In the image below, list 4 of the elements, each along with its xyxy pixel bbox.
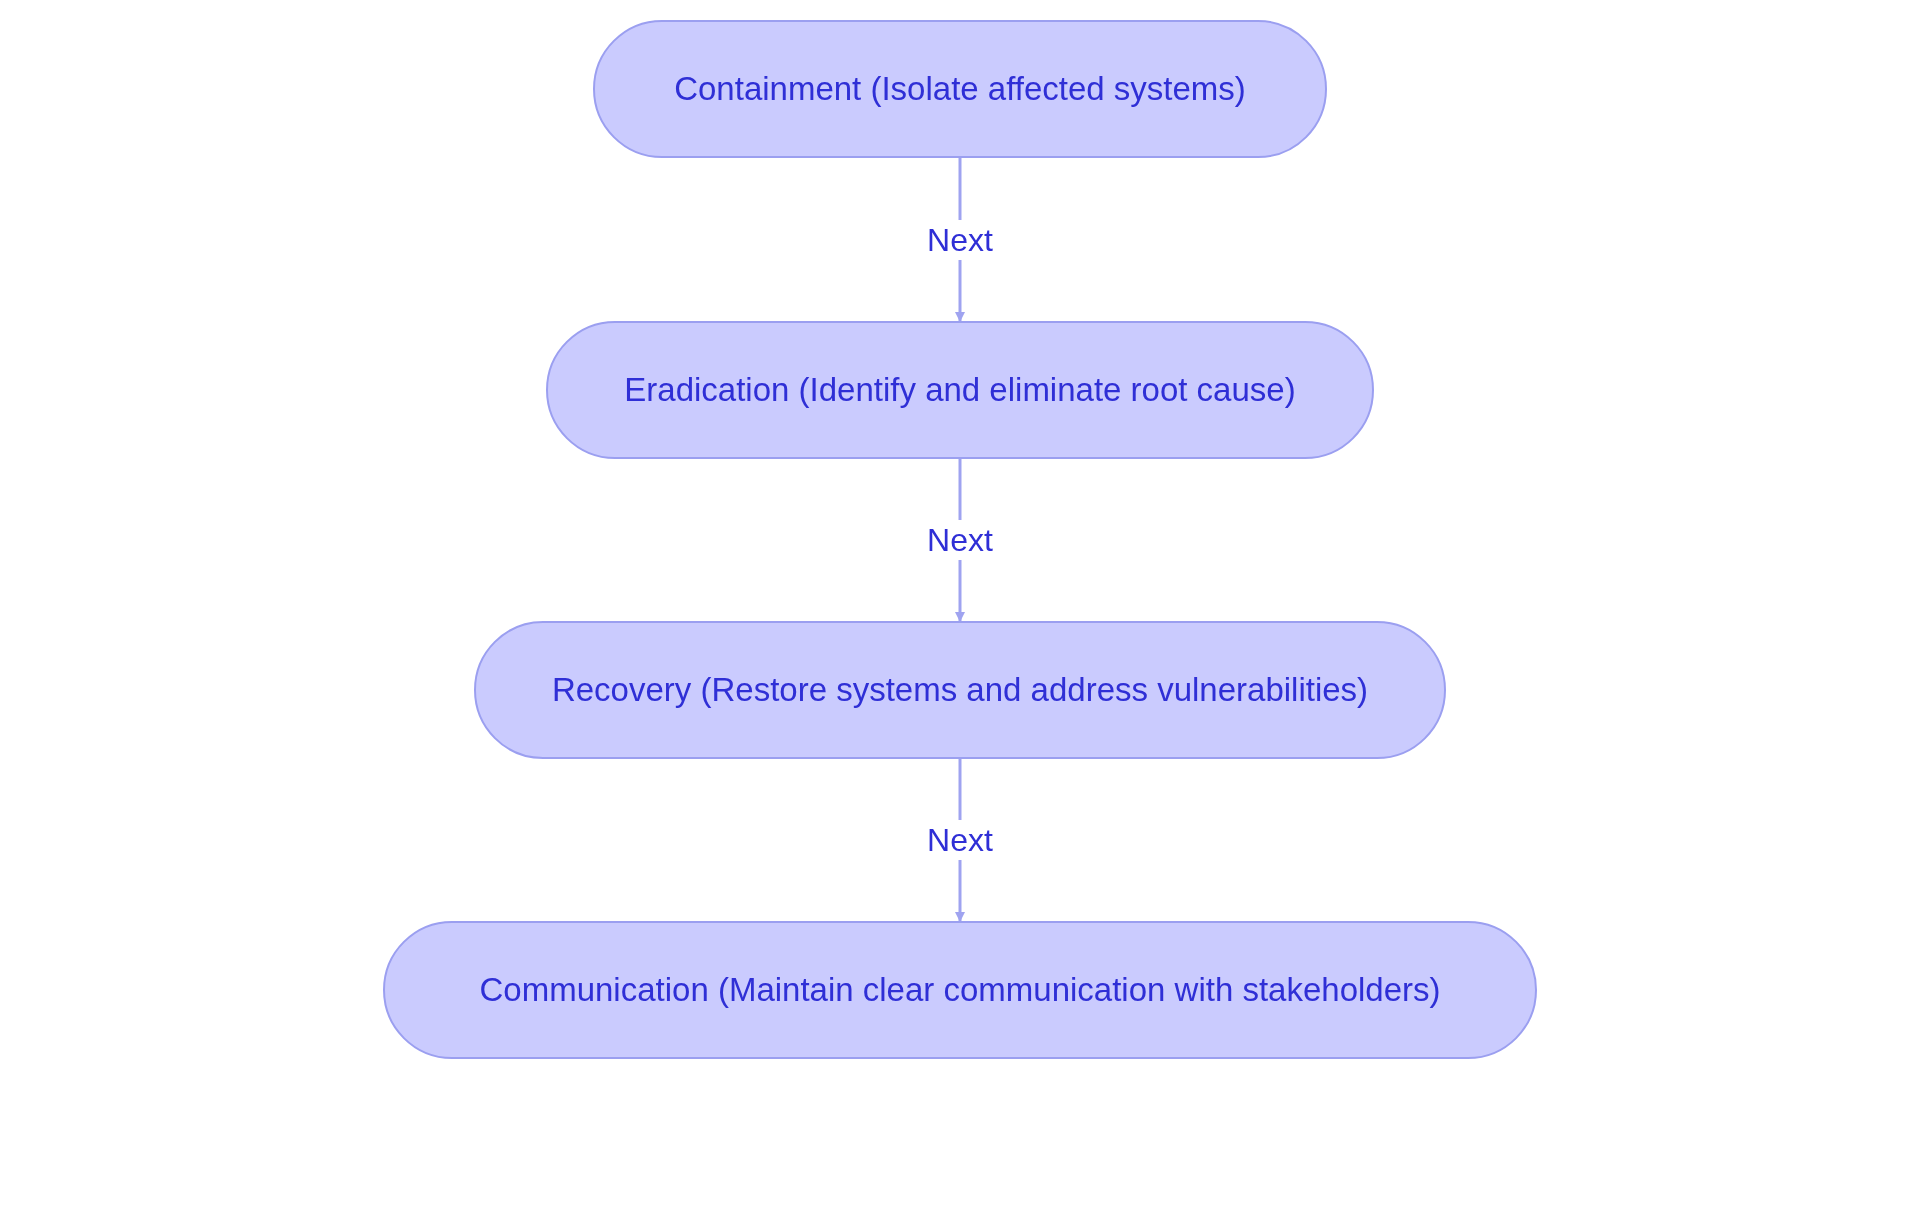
process-pill: Containment (Isolate affected systems) — [593, 20, 1327, 158]
process-pill: Eradication (Identify and eliminate root cause) — [546, 321, 1374, 459]
process-pill: Recovery (Restore systems and address vulnerabilities) — [474, 621, 1446, 759]
process-pill: Communication (Maintain clear communication with stakeholders) — [383, 921, 1537, 1059]
